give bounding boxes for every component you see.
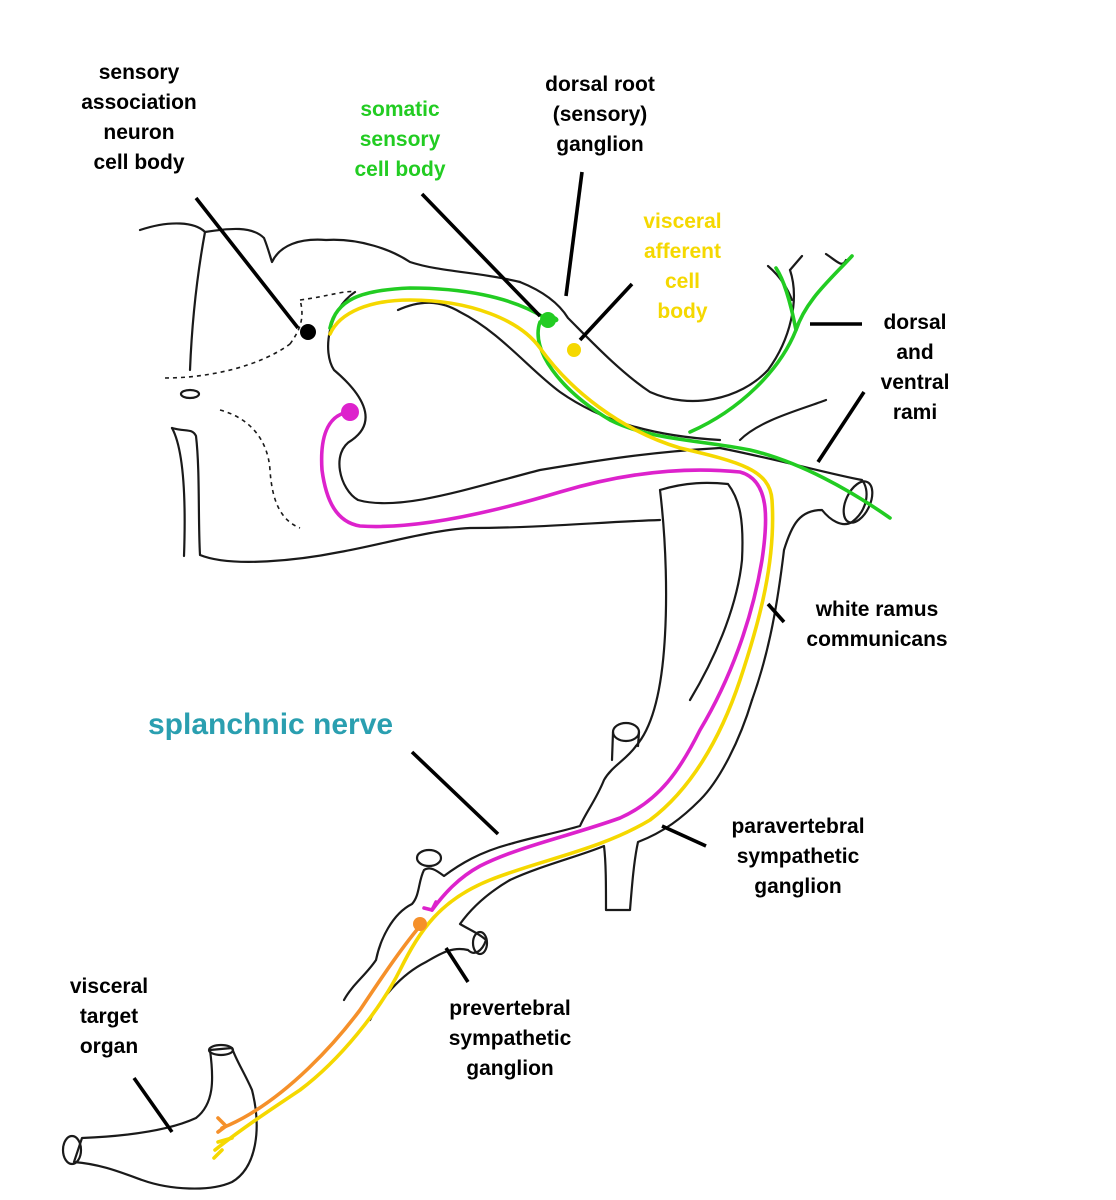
organ-outline bbox=[72, 1046, 258, 1190]
prevertebral-cut-end-top bbox=[415, 848, 443, 868]
chain-cut-end-top bbox=[611, 721, 641, 743]
visceral-organ-shape bbox=[61, 1043, 258, 1190]
leader-splanchnic bbox=[410, 750, 500, 836]
label-visceral-afferent-cell-body: visceral afferent cell body bbox=[643, 210, 722, 323]
organ-cut-end bbox=[61, 1134, 83, 1166]
ventral-root-outline bbox=[327, 290, 722, 505]
visceral-afferent-fiber bbox=[213, 298, 775, 1152]
postganglionic-cell-body bbox=[413, 917, 427, 931]
leader-lines bbox=[132, 171, 866, 1134]
label-visceral-target-organ: visceral target organ bbox=[69, 975, 149, 1058]
leader-paravertebral bbox=[661, 824, 707, 848]
label-paravertebral-ganglion: paravertebral sympathetic ganglion bbox=[731, 815, 865, 898]
spinal-nerve-cut-end bbox=[842, 480, 874, 524]
nerve-outlines bbox=[327, 252, 874, 748]
preganglionic-fiber bbox=[319, 410, 768, 912]
sympathetic-chain bbox=[508, 698, 754, 912]
leader-prevertebral bbox=[444, 947, 470, 983]
leader-dorsal-root bbox=[564, 171, 584, 297]
postganglionic-fiber bbox=[220, 924, 422, 1130]
leader-visceral-target bbox=[132, 1076, 174, 1134]
spinal-cord-left-outline bbox=[188, 230, 207, 372]
somatic-fiber-dorsal-ramus bbox=[688, 254, 854, 434]
spinal-cord-dorsal-outline bbox=[138, 222, 522, 284]
prevertebral-cut-end-right bbox=[471, 930, 489, 956]
leader-visceral-afferent bbox=[578, 282, 634, 342]
postganglionic-ending bbox=[216, 1116, 228, 1134]
white-ramus-outline bbox=[634, 481, 744, 748]
organ-top-opening bbox=[207, 1043, 235, 1057]
central-canal bbox=[179, 388, 201, 400]
spinal-cord bbox=[138, 222, 662, 563]
somatic-fiber-lower bbox=[536, 320, 892, 520]
label-splanchnic-nerve: splanchnic nerve bbox=[148, 708, 394, 741]
visceral-afferent-cell-body bbox=[567, 343, 581, 357]
leader-somatic bbox=[420, 192, 542, 318]
leader-white-ramus bbox=[766, 602, 786, 624]
ventral-fissure-left bbox=[170, 426, 186, 558]
label-dorsal-root-ganglion: dorsal root (sensory) ganglion bbox=[545, 73, 655, 156]
label-dorsal-ventral-rami: dorsal and ventral rami bbox=[880, 311, 950, 424]
label-somatic-sensory-cell-body: somatic sensory cell body bbox=[354, 98, 446, 181]
label-white-ramus-communicans: white ramus communicans bbox=[806, 598, 948, 651]
spinal-cord-ventral-outline bbox=[170, 426, 662, 563]
preganglionic-cell-body bbox=[341, 403, 359, 421]
leader-association bbox=[194, 196, 300, 330]
label-sensory-association-neuron: sensory association neuron cell body bbox=[81, 61, 197, 174]
chain-stub-top bbox=[610, 730, 641, 762]
association-neuron-cell-body bbox=[300, 324, 316, 340]
label-prevertebral-ganglion: prevertebral sympathetic ganglion bbox=[448, 997, 572, 1080]
nerve-fibers bbox=[212, 254, 892, 1160]
preganglionic-terminal bbox=[422, 900, 438, 912]
spinal-nerve-outline bbox=[718, 398, 868, 702]
grey-matter-boundary bbox=[164, 290, 356, 529]
paravertebral-ganglion-outline bbox=[508, 698, 754, 912]
inner-ganglion-loop bbox=[396, 301, 722, 442]
visceral-afferent-ending bbox=[212, 1136, 234, 1160]
prevertebral-ganglion-shape bbox=[342, 842, 512, 1022]
somatic-cell-body bbox=[540, 312, 556, 328]
leader-rami-ventral bbox=[816, 391, 866, 463]
dorsal-root-ganglion-outline bbox=[518, 268, 795, 403]
